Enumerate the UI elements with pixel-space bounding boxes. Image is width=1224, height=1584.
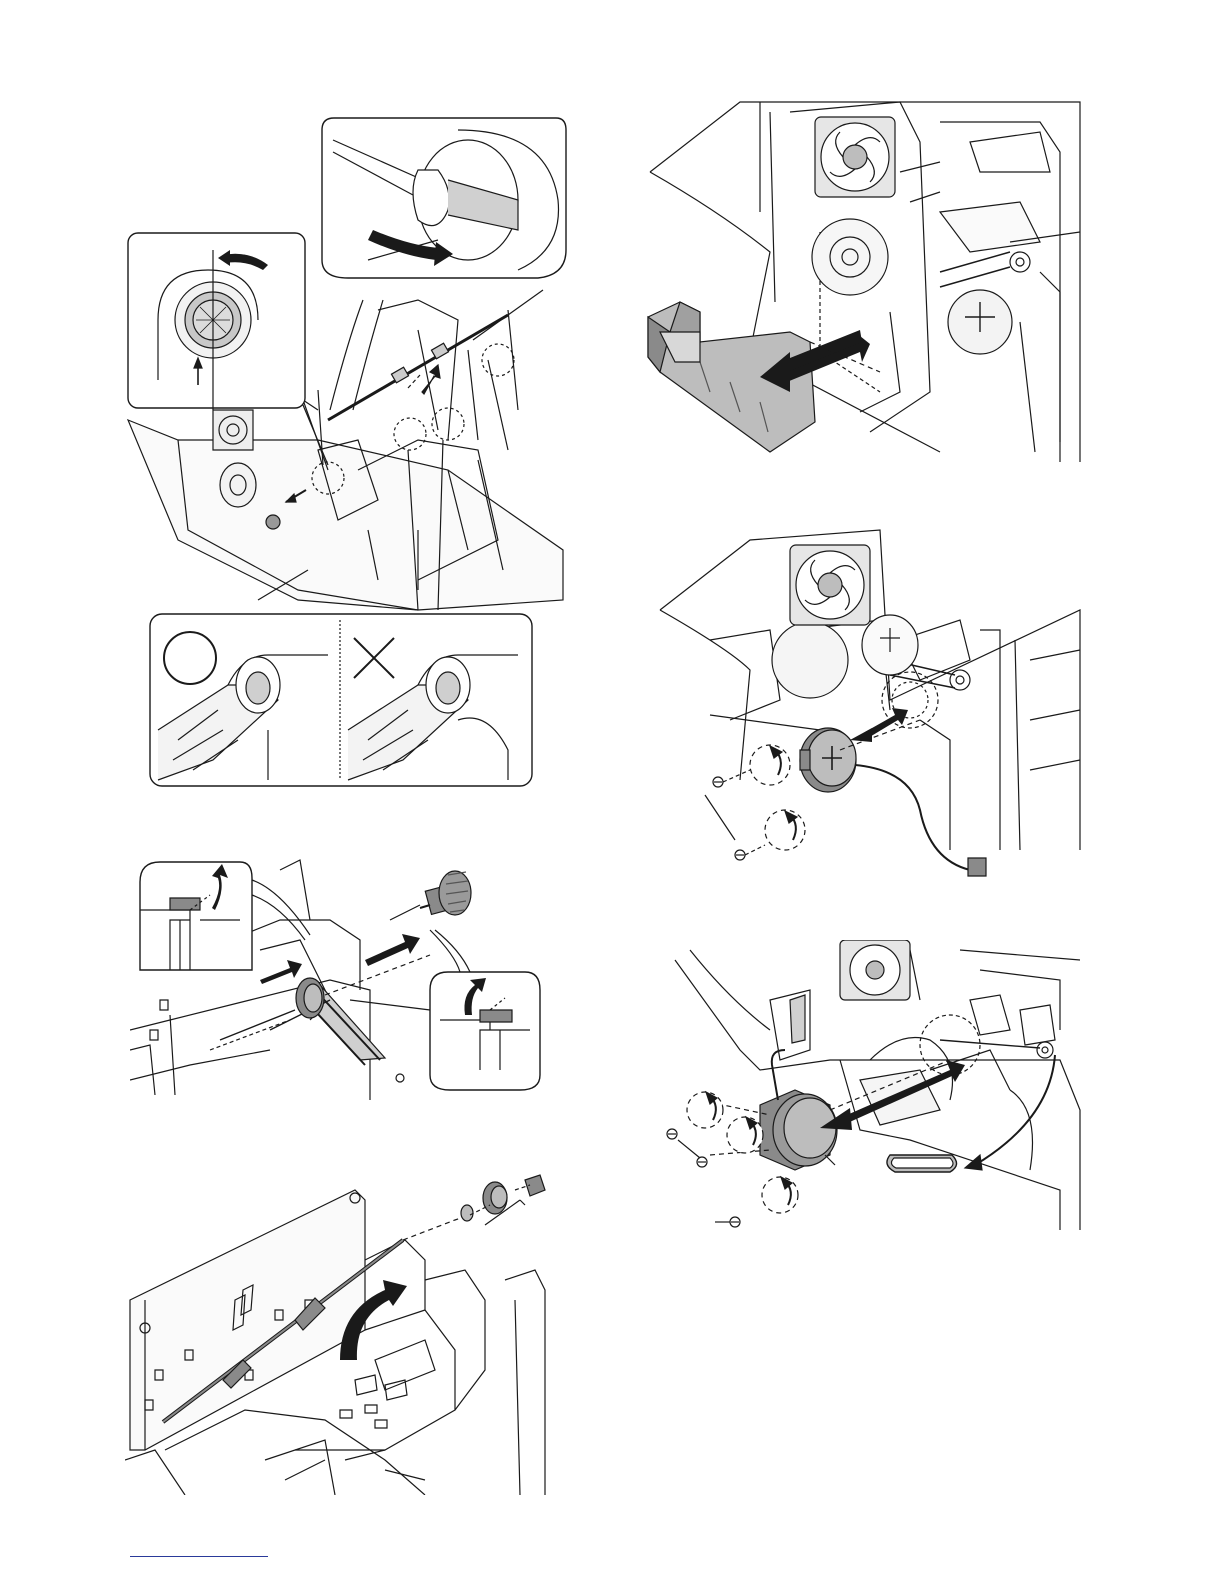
bushing <box>461 1205 473 1221</box>
push-arrow-icon <box>260 934 420 984</box>
belt-arrow-icon <box>965 1055 1055 1170</box>
open-chassis <box>125 1190 545 1495</box>
cooling-fan <box>840 940 910 1000</box>
figure-side-cover-removal <box>640 92 1090 472</box>
cooling-fan <box>790 545 870 625</box>
zoom-callout-rotation <box>128 233 305 410</box>
figure-drive-motor-belt-removal <box>660 940 1090 1240</box>
drive-belt <box>887 1155 957 1172</box>
pull-arrow-icon <box>850 708 908 742</box>
figure-motor-removal <box>650 520 1090 880</box>
screws <box>705 770 765 860</box>
footer-link-rule <box>130 1556 268 1557</box>
belt <box>270 985 385 1065</box>
cable-connector <box>855 765 986 876</box>
gear-pulley <box>210 978 324 1050</box>
figure-roller-shaft-removal <box>125 1160 555 1495</box>
figure-pickup-roller-removal <box>130 850 550 1100</box>
ok-ng-comparison <box>150 614 532 786</box>
figure-roller-shaft-detail <box>118 110 568 790</box>
pickup-roller <box>390 871 471 920</box>
latch-detail-left <box>140 862 310 970</box>
stepper-motor <box>800 728 856 792</box>
cooling-fan <box>815 117 895 197</box>
rotate-arrow-icon <box>750 745 805 850</box>
zoom-callout-lever <box>322 118 566 278</box>
latch-detail-right <box>430 930 540 1090</box>
drive-motor <box>760 1050 837 1170</box>
